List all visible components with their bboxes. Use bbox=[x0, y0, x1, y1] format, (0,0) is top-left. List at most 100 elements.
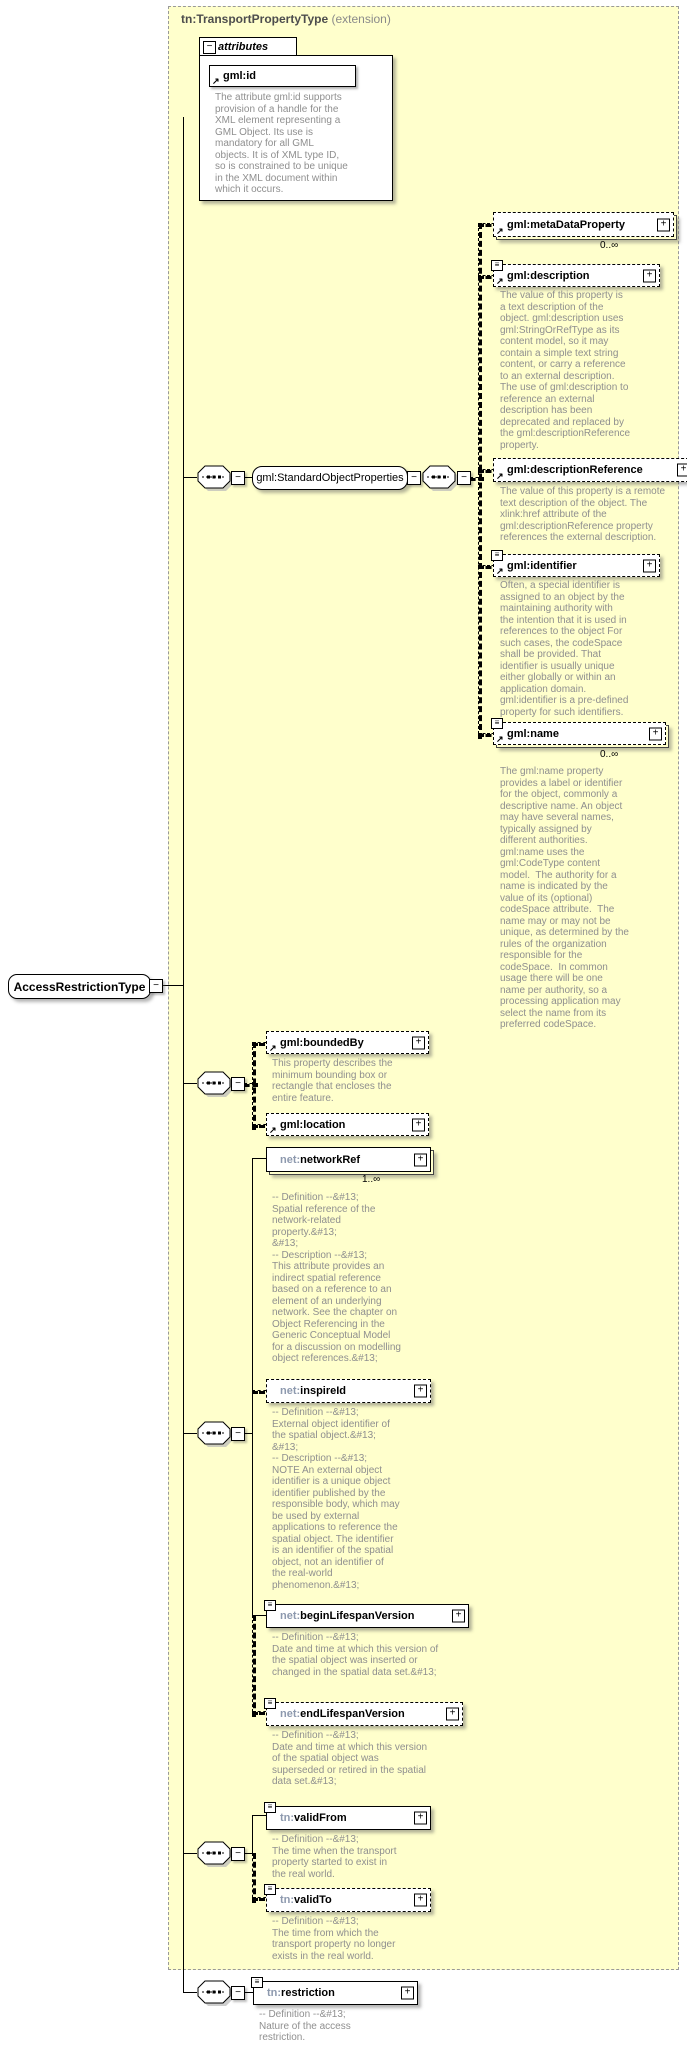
element-prefix: net: bbox=[280, 1708, 301, 1720]
cardinality: 1..∞ bbox=[362, 1174, 381, 1185]
element-prefix: tn: bbox=[280, 1812, 295, 1824]
group-standardobjectproperties[interactable]: gml:StandardObjectProperties bbox=[252, 466, 408, 490]
element-tn-validto[interactable]: ≡ tn:validTo + bbox=[264, 1884, 431, 1912]
expand-icon[interactable]: + bbox=[414, 1153, 427, 1166]
sequence-compositor-icon[interactable] bbox=[196, 464, 234, 492]
connector bbox=[244, 477, 252, 478]
annotation-icon: ≡ bbox=[491, 550, 503, 561]
element-label: validFrom bbox=[294, 1812, 347, 1824]
element-doc: -- Definition --&#13; The time when the … bbox=[272, 1834, 397, 1880]
connector bbox=[183, 1083, 197, 1084]
collapse-icon[interactable]: − bbox=[149, 979, 163, 993]
annotation-icon: ≡ bbox=[264, 1884, 276, 1895]
element-gml-boundedby[interactable]: ↗ gml:boundedBy + bbox=[266, 1031, 429, 1054]
expand-icon[interactable]: + bbox=[657, 218, 670, 231]
sequence-compositor-icon[interactable] bbox=[421, 464, 459, 492]
annotation-icon: ≡ bbox=[264, 1698, 276, 1709]
annotation-icon: ≡ bbox=[251, 1977, 263, 1988]
element-label: gml:descriptionReference bbox=[507, 464, 643, 476]
element-doc: -- Definition --&#13; The time from whic… bbox=[272, 1916, 396, 1962]
annotation-icon: ≡ bbox=[491, 718, 503, 729]
element-doc: The value of this property is a remote t… bbox=[500, 486, 666, 543]
element-doc: This property describes the minimum boun… bbox=[272, 1058, 393, 1104]
connector bbox=[244, 1853, 252, 1854]
connector bbox=[183, 1433, 197, 1434]
element-label: gml:metaDataProperty bbox=[507, 218, 625, 231]
expand-icon[interactable]: + bbox=[412, 1118, 425, 1131]
expand-icon[interactable]: + bbox=[452, 1609, 465, 1623]
reference-arrow-icon: ↗ bbox=[269, 1125, 277, 1135]
attributes-header[interactable]: − attributes bbox=[199, 37, 297, 57]
reference-arrow-icon: ↗ bbox=[496, 734, 504, 744]
element-tn-restriction[interactable]: ≡ tn:restriction + bbox=[251, 1977, 418, 2005]
root-element-accessrestrictiontype[interactable]: AccessRestrictionType bbox=[8, 974, 151, 999]
element-label: endLifespanVersion bbox=[300, 1708, 405, 1720]
sequence-compositor-icon[interactable] bbox=[196, 1420, 234, 1448]
element-prefix: net: bbox=[280, 1385, 301, 1397]
element-gml-identifier[interactable]: ≡ ↗ gml:identifier + bbox=[491, 550, 660, 577]
collapse-icon[interactable]: − bbox=[203, 41, 216, 54]
element-net-beginlifespanversion[interactable]: ≡ net:beginLifespanVersion + bbox=[264, 1600, 469, 1628]
connector bbox=[252, 1158, 253, 1615]
cardinality: 0..∞ bbox=[600, 240, 619, 251]
connector bbox=[252, 1615, 266, 1616]
element-tn-validfrom[interactable]: ≡ tn:validFrom + bbox=[264, 1802, 431, 1830]
cardinality: 0..∞ bbox=[600, 749, 619, 760]
element-prefix: tn: bbox=[280, 1894, 295, 1906]
expand-icon[interactable]: + bbox=[414, 1384, 427, 1398]
collapse-icon[interactable]: − bbox=[457, 471, 471, 485]
element-label: gml:boundedBy bbox=[280, 1036, 364, 1049]
element-label: beginLifespanVersion bbox=[300, 1610, 415, 1622]
attribute-label: gml:id bbox=[223, 70, 256, 82]
element-prefix: tn: bbox=[267, 1987, 282, 1999]
connector bbox=[478, 223, 482, 739]
element-gml-location[interactable]: ↗ gml:location + bbox=[266, 1113, 429, 1136]
collapse-icon[interactable]: − bbox=[231, 471, 245, 485]
connector bbox=[252, 1815, 266, 1816]
sequence-compositor-icon[interactable] bbox=[196, 1979, 234, 2007]
connector bbox=[244, 1992, 253, 1993]
connector bbox=[252, 1158, 266, 1159]
element-gml-descriptionreference[interactable]: ↗ gml:descriptionReference + bbox=[493, 458, 687, 482]
expand-icon[interactable]: + bbox=[414, 1811, 427, 1825]
element-label: gml:location bbox=[280, 1118, 346, 1131]
element-doc: The value of this property is a text des… bbox=[500, 290, 631, 451]
reference-arrow-icon: ↗ bbox=[496, 566, 504, 576]
expand-icon[interactable]: + bbox=[414, 1893, 427, 1907]
connector bbox=[470, 477, 484, 481]
element-net-networkref[interactable]: net:networkRef + bbox=[266, 1147, 431, 1172]
attribute-gml-id[interactable]: ↗ gml:id bbox=[209, 65, 356, 87]
connector bbox=[183, 1853, 197, 1854]
connector bbox=[252, 1853, 256, 1903]
collapse-icon[interactable]: − bbox=[231, 1986, 245, 2000]
expand-icon[interactable]: + bbox=[446, 1707, 459, 1721]
element-label: gml:identifier bbox=[507, 559, 577, 572]
sequence-compositor-icon[interactable] bbox=[196, 1840, 234, 1868]
attributes-label: attributes bbox=[218, 41, 269, 53]
element-doc: The gml:name property provides a label o… bbox=[500, 766, 629, 1030]
sequence-compositor-icon[interactable] bbox=[196, 1070, 234, 1098]
connector bbox=[252, 1042, 256, 1130]
element-gml-description[interactable]: ≡ ↗ gml:description + bbox=[491, 260, 660, 287]
element-label: restriction bbox=[281, 1987, 335, 1999]
element-net-endlifespanversion[interactable]: ≡ net:endLifespanVersion + bbox=[264, 1698, 463, 1726]
element-gml-name[interactable]: ≡ ↗ gml:name + bbox=[491, 718, 666, 745]
element-doc: -- Definition --&#13; Nature of the acce… bbox=[259, 2009, 351, 2043]
connector bbox=[252, 1615, 256, 1717]
collapse-icon[interactable]: − bbox=[231, 1077, 245, 1091]
expand-icon[interactable]: + bbox=[412, 1036, 425, 1049]
collapse-icon[interactable]: − bbox=[231, 1427, 245, 1441]
reference-arrow-icon: ↗ bbox=[496, 226, 504, 236]
reference-arrow-icon: ↗ bbox=[269, 1043, 277, 1053]
expand-icon[interactable]: + bbox=[401, 1986, 414, 2000]
element-net-inspireid[interactable]: net:inspireId + bbox=[266, 1379, 431, 1403]
collapse-icon[interactable]: − bbox=[231, 1847, 245, 1861]
collapse-icon[interactable]: − bbox=[407, 471, 421, 485]
expand-icon[interactable]: + bbox=[643, 269, 656, 282]
element-label: inspireId bbox=[300, 1385, 347, 1397]
expand-icon[interactable]: + bbox=[649, 727, 662, 740]
element-gml-metadataproperty[interactable]: ↗ gml:metaDataProperty + bbox=[493, 212, 674, 237]
expand-icon[interactable]: + bbox=[643, 559, 656, 572]
expand-icon[interactable]: + bbox=[677, 463, 687, 477]
reference-arrow-icon: ↗ bbox=[212, 76, 220, 86]
